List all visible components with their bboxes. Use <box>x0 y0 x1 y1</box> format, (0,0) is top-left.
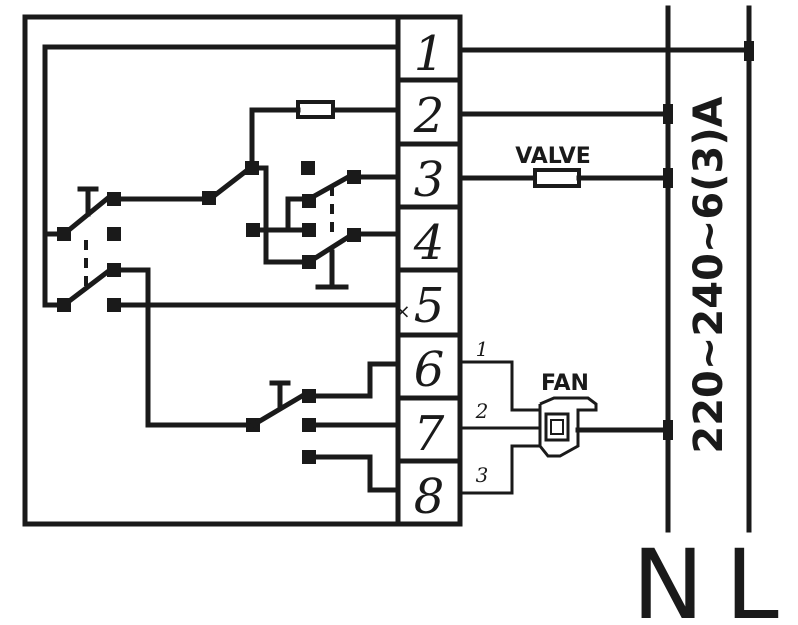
supply-rating-label: 220~240~6(3)A <box>686 96 732 453</box>
thermostat-enclosure <box>22 14 463 527</box>
valve-symbol <box>533 168 581 188</box>
neutral-label: N <box>632 529 704 625</box>
fan-motor-symbol <box>538 396 598 458</box>
fan-tap-2-label: 2 <box>475 399 489 423</box>
terminal-7-label: 7 <box>414 406 445 462</box>
fan-speed-switch <box>246 361 401 493</box>
fan-tap-1-label: 1 <box>476 337 489 361</box>
terminal-5-label: 5 <box>414 278 445 334</box>
terminal-4-label: 4 <box>413 215 445 271</box>
terminal-8-label: 8 <box>414 469 445 525</box>
terminal-block: 1 2 3 4 5 6 7 8 <box>395 14 463 527</box>
terminal-1-label: 1 <box>414 26 445 82</box>
fan-tap-3-label: 3 <box>476 463 489 487</box>
valve-label: VALVE <box>515 144 591 169</box>
terminal-6-label: 6 <box>414 342 445 398</box>
terminal-2-label: 2 <box>413 88 445 144</box>
wire-t1-feed <box>42 44 401 308</box>
left-changeover-switch <box>47 186 121 312</box>
terminal-3-label: 3 <box>414 152 445 208</box>
svg-text:×: × <box>394 299 411 323</box>
fan-label: FAN <box>541 371 589 396</box>
live-label: L <box>725 529 778 625</box>
fan-tap-1-wire <box>460 360 540 412</box>
heater-resistor-symbol <box>296 100 335 119</box>
double-switch <box>246 170 401 290</box>
fan-tap-3-wire <box>460 444 540 495</box>
